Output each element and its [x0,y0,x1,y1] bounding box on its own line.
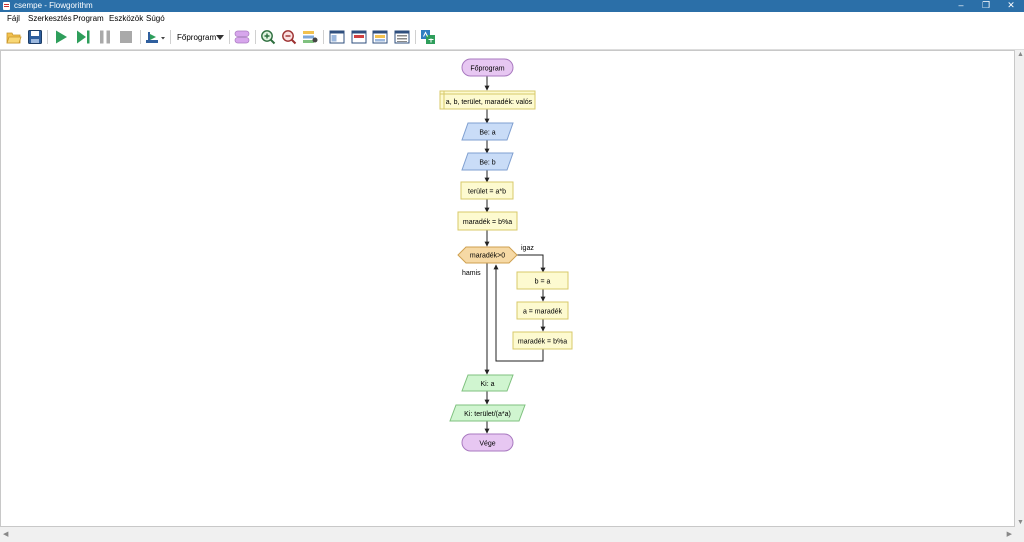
run-icon[interactable] [53,29,69,45]
zoom-in-icon[interactable] [260,29,276,45]
loop-assign-a-label: a = maradék [523,309,563,316]
toolbar: Főprogram [0,25,1024,50]
open-folder-icon[interactable] [6,29,22,45]
toolbar-separator [170,30,171,44]
loop-assign-maradek-block[interactable]: maradék = b%a [512,331,573,350]
menu-tools[interactable]: Eszközök [109,14,144,23]
end-label: Vége [479,441,495,448]
assign-terulet-label: terület = a*b [468,189,506,196]
chevron-down-icon[interactable] [216,35,224,41]
variable-watch-icon[interactable] [302,29,318,45]
while-loop-block[interactable]: maradék>0 [457,246,518,264]
window-title: csempe - Flowgorithm [14,1,93,10]
zoom-out-icon[interactable] [281,29,297,45]
input-a-block[interactable]: Be: a [461,122,514,141]
function-manager-icon[interactable] [234,29,250,45]
translate-icon[interactable] [420,29,436,45]
input-b-label: Be: b [479,160,495,167]
menu-edit[interactable]: Szerkesztés [28,14,72,23]
flowchart-canvas[interactable]: Főprogram a, b, terület, maradék: valós … [0,50,1015,527]
loop-assign-b-block[interactable]: b = a [516,271,569,290]
maximize-button[interactable]: ❐ [981,0,991,10]
speed-icon[interactable] [145,29,167,45]
layout-icon-1[interactable] [329,29,345,45]
minimize-button[interactable]: – [958,0,964,10]
loop-condition-label: maradék>0 [470,253,505,260]
loop-false-label: hamis [462,270,481,277]
end-terminal[interactable]: Vége [461,433,514,452]
layout-icon-2[interactable] [351,29,367,45]
scroll-right-icon[interactable]: ▶ [1006,531,1012,538]
layout-icon-3[interactable] [372,29,388,45]
start-terminal[interactable]: Főprogram [461,58,514,77]
stop-icon[interactable] [118,29,134,45]
toolbar-separator [323,30,324,44]
toolbar-separator [255,30,256,44]
start-label: Főprogram [470,66,504,73]
toolbar-separator [47,30,48,44]
pause-icon[interactable] [97,29,113,45]
scroll-down-icon[interactable]: ▼ [1017,519,1024,526]
output-a-block[interactable]: Ki: a [461,374,514,392]
menu-file[interactable]: Fájl [7,14,20,23]
declare-block[interactable]: a, b, terület, maradék: valós [439,90,536,110]
assign-terulet-block[interactable]: terület = a*b [460,181,514,200]
assign-maradek-label: maradék = b%a [463,219,512,226]
flowchart-diagram: Főprogram a, b, terület, maradék: valós … [439,58,573,452]
menu-help[interactable]: Súgó [146,14,165,23]
scroll-up-icon[interactable]: ▲ [1017,51,1024,58]
menu-bar: Fájl Szerkesztés Program Eszközök Súgó [0,12,1024,25]
declare-label: a, b, terület, maradék: valós [446,99,533,106]
toolbar-separator [415,30,416,44]
function-select[interactable]: Főprogram [177,33,217,42]
vertical-scrollbar[interactable]: ▲ ▼ [1015,50,1024,527]
title-bar: csempe - Flowgorithm – ❐ ✕ [0,0,1024,12]
step-icon[interactable] [75,29,91,45]
output-result-block[interactable]: Ki: terület/(a*a) [449,404,526,422]
output-a-label: Ki: a [480,381,494,388]
toolbar-separator [140,30,141,44]
loop-true-label: igaz [521,245,534,252]
assign-maradek-block[interactable]: maradék = b%a [457,211,518,231]
output-result-label: Ki: terület/(a*a) [464,411,511,418]
menu-program[interactable]: Program [73,14,104,23]
loop-assign-a-block[interactable]: a = maradék [516,301,569,320]
loop-assign-b-label: b = a [535,279,551,286]
toolbar-separator [229,30,230,44]
loop-assign-maradek-label: maradék = b%a [518,339,567,346]
save-icon[interactable] [27,29,43,45]
flowgorithm-app-icon [3,2,10,10]
connector-lines [484,76,546,434]
horizontal-scrollbar[interactable]: ◀ ▶ [0,527,1015,542]
input-b-block[interactable]: Be: b [461,152,514,171]
scroll-left-icon[interactable]: ◀ [3,531,9,538]
close-button[interactable]: ✕ [1007,0,1015,10]
layout-icon-4[interactable] [394,29,410,45]
input-a-label: Be: a [479,130,495,137]
